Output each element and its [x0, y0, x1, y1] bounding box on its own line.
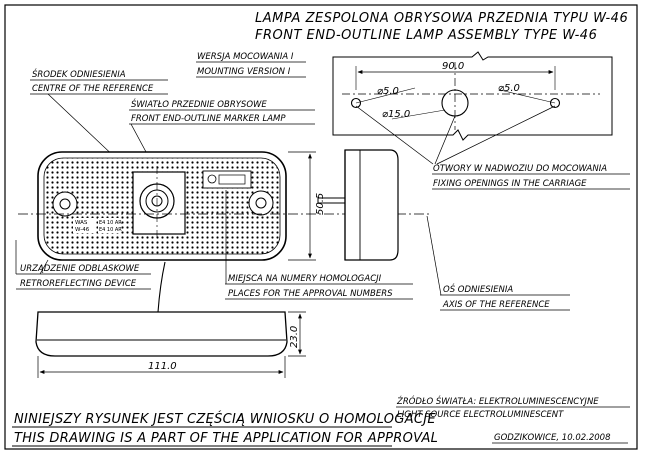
lamp-bottom-view [35, 311, 288, 357]
dim-hole-small-left: ⌀5.0 [377, 86, 399, 97]
dim-hole-spacing: 90.0 [442, 61, 464, 72]
lamp-approval-a: E4 10 AR [99, 220, 122, 226]
drawing-frame [4, 4, 638, 450]
lamp-code-b: W-46 [75, 227, 90, 233]
place-date: GODZIKOWICE, 10.02.2008 [494, 433, 611, 443]
ref-centre-label-pl: ŚRODEK ODNIESIENIA [32, 68, 126, 80]
approval-label-en: PLACES FOR THE APPROVAL NUMBERS [228, 289, 393, 299]
title-line-1: LAMPA ZESPOLONA OBRYSOWA PRZEDNIA TYPU W… [255, 11, 628, 26]
title-line-2: FRONT END-OUTLINE LAMP ASSEMBLY TYPE W-4… [255, 28, 597, 43]
mounting-label-en: MOUNTING VERSION I [197, 67, 291, 77]
marker-label-pl: ŚWIATŁO PRZEDNIE OBRYSOWE [131, 98, 267, 110]
dim-lamp-height: 50.5 [315, 193, 326, 215]
lamp-side-view [317, 149, 399, 261]
lamp-code-a: WAS [75, 220, 88, 226]
marker-label-en: FRONT END-OUTLINE MARKER LAMP [131, 114, 286, 124]
mounting-label-pl: WERSJA MOCOWANIA I [197, 52, 294, 62]
dim-hole-small-right: ⌀5.0 [498, 83, 520, 94]
axis-label-pl: OŚ ODNIESIENIA [443, 283, 513, 295]
fixing-hole-left [350, 97, 362, 109]
footer-note-pl: NINIEJSZY RYSUNEK JEST CZĘŚCIĄ WNIOSKU O… [14, 411, 436, 427]
ref-centre-label-en: CENTRE OF THE REFERENCE [32, 84, 154, 94]
openings-label-en: FIXING OPENINGS IN THE CARRIAGE [433, 179, 587, 189]
lamp-approval-b: E4 10 AR [99, 227, 122, 233]
lamp-front-view [37, 151, 287, 261]
source-label-pl: ŹRÓDŁO ŚWIATŁA: ELEKTROLUMINESCENCYJNE [396, 395, 599, 407]
dim-side-height: 23.0 [289, 326, 300, 348]
axis-label-en: AXIS OF THE REFERENCE [442, 300, 550, 310]
footer-note-en: THIS DRAWING IS A PART OF THE APPLICATIO… [14, 431, 438, 446]
retro-label-pl: URZĄDZENIE ODBLASKOWE [20, 264, 140, 274]
approval-label-pl: MIEJSCA NA NUMERY HOMOLOGACJI [228, 274, 382, 284]
dim-lamp-width: 111.0 [148, 361, 177, 372]
mounting-plate-view [332, 51, 613, 141]
fixing-hole-right [549, 97, 561, 109]
dim-hole-big: ⌀15.0 [382, 109, 410, 120]
lamp-cable [157, 261, 166, 313]
source-label-en: LIGHT SOURCE ELECTROLUMINESCENT [397, 410, 564, 420]
openings-label-pl: OTWORY W NADWOZIU DO MOCOWANIA [433, 164, 607, 174]
retro-label-en: RETROREFLECTING DEVICE [20, 279, 137, 289]
